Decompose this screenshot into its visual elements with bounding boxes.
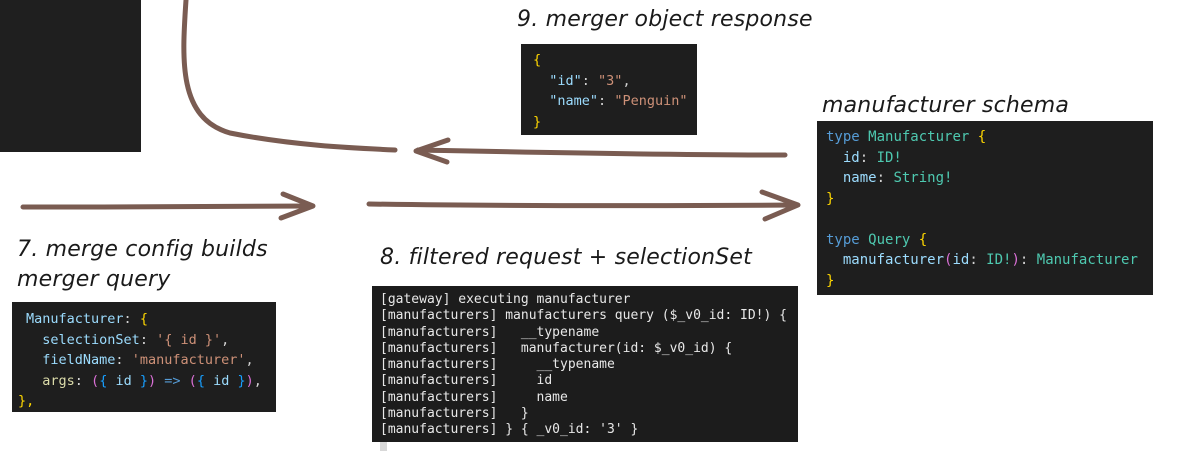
selection-set-value: '{ id }' xyxy=(156,331,222,348)
request-arrow-line xyxy=(366,201,800,209)
label-manufacturer-schema: manufacturer schema xyxy=(822,93,1070,118)
open-brace: { xyxy=(918,231,928,248)
close-brace: }, xyxy=(18,393,35,409)
label-filtered-request: 8. filtered request + selectionSet xyxy=(380,245,752,270)
terminal-line: [manufacturers] } { _v0_id: '3' } xyxy=(380,422,639,438)
label-merge-config-line2: merger query xyxy=(17,267,171,292)
config-type-key: Manufacturer xyxy=(26,311,124,327)
terminal-output: [gateway] executing manufacturer [manufa… xyxy=(372,286,798,451)
label-merge-config-line1: 7. merge config builds xyxy=(17,237,268,262)
type-manufacturer: Manufacturer xyxy=(868,129,970,145)
response-arrow-head xyxy=(413,137,451,165)
open-brace: { xyxy=(977,129,987,145)
open-brace: { xyxy=(139,311,148,327)
arrow-operator: => xyxy=(164,372,181,389)
manufacturer-schema-code: type Manufacturer { id: ID! name: String… xyxy=(817,121,1153,295)
arg-type: ID! xyxy=(986,252,1012,268)
field-id-type: ID! xyxy=(876,149,902,166)
response-arrow-line xyxy=(415,147,788,158)
json-id-value: "3" xyxy=(598,72,623,89)
json-name-key: "name" xyxy=(549,93,599,109)
merge-config-code: Manufacturer: { selectionSet: '{ id }', … xyxy=(12,302,276,412)
request-arrow-head xyxy=(759,189,801,222)
close-brace: } xyxy=(826,272,835,289)
terminal-line: [manufacturers] __typename xyxy=(380,324,600,340)
terminal-line: [manufacturers] manufacturer(id: $_v0_id… xyxy=(380,340,733,356)
terminal-cursor[interactable] xyxy=(380,441,387,451)
arg-param: id xyxy=(115,372,132,389)
field-name: name xyxy=(842,170,877,186)
field-id: id xyxy=(842,149,860,166)
field-name-type: String! xyxy=(893,170,953,186)
terminal-line: [manufacturers] id xyxy=(380,373,553,389)
arg-id: id xyxy=(952,252,970,268)
json-name-value: "Penguin" xyxy=(614,93,688,109)
json-open-brace: { xyxy=(533,52,542,68)
keyword-type: type xyxy=(826,129,860,145)
return-type: Manufacturer xyxy=(1036,252,1138,268)
keyword-type: type xyxy=(826,231,860,248)
incoming-arrow-head xyxy=(278,191,316,221)
incoming-arrow-line xyxy=(20,203,315,210)
terminal-line: [manufacturers] manufacturers query ($_v… xyxy=(380,308,787,324)
json-close-brace: } xyxy=(533,113,542,130)
terminal-line: [gateway] executing manufacturer xyxy=(380,292,631,307)
query-field-manufacturer: manufacturer xyxy=(842,252,945,268)
label-merger-object-response: 9. merger object response xyxy=(517,7,813,32)
args-key: args xyxy=(42,372,75,389)
terminal-line: [manufacturers] __typename xyxy=(380,357,615,373)
response-json-block: { "id": "3", "name": "Penguin" } xyxy=(521,44,697,135)
arg-return: id xyxy=(213,372,230,389)
label-merge-config: 7. merge config builds merger query xyxy=(17,235,268,295)
json-id-key: "id" xyxy=(549,72,582,89)
field-name-value: 'manufacturer' xyxy=(131,352,246,368)
close-brace: } xyxy=(826,190,835,207)
type-query: Query xyxy=(868,231,911,248)
selection-set-key: selectionSet xyxy=(42,331,140,348)
terminal-line: [manufacturers] } xyxy=(380,406,529,422)
terminal-line: [manufacturers] name xyxy=(380,389,568,405)
field-name-key: fieldName xyxy=(42,352,116,368)
response-curve-arrow xyxy=(181,0,398,153)
dark-panel-cropped xyxy=(0,0,141,152)
